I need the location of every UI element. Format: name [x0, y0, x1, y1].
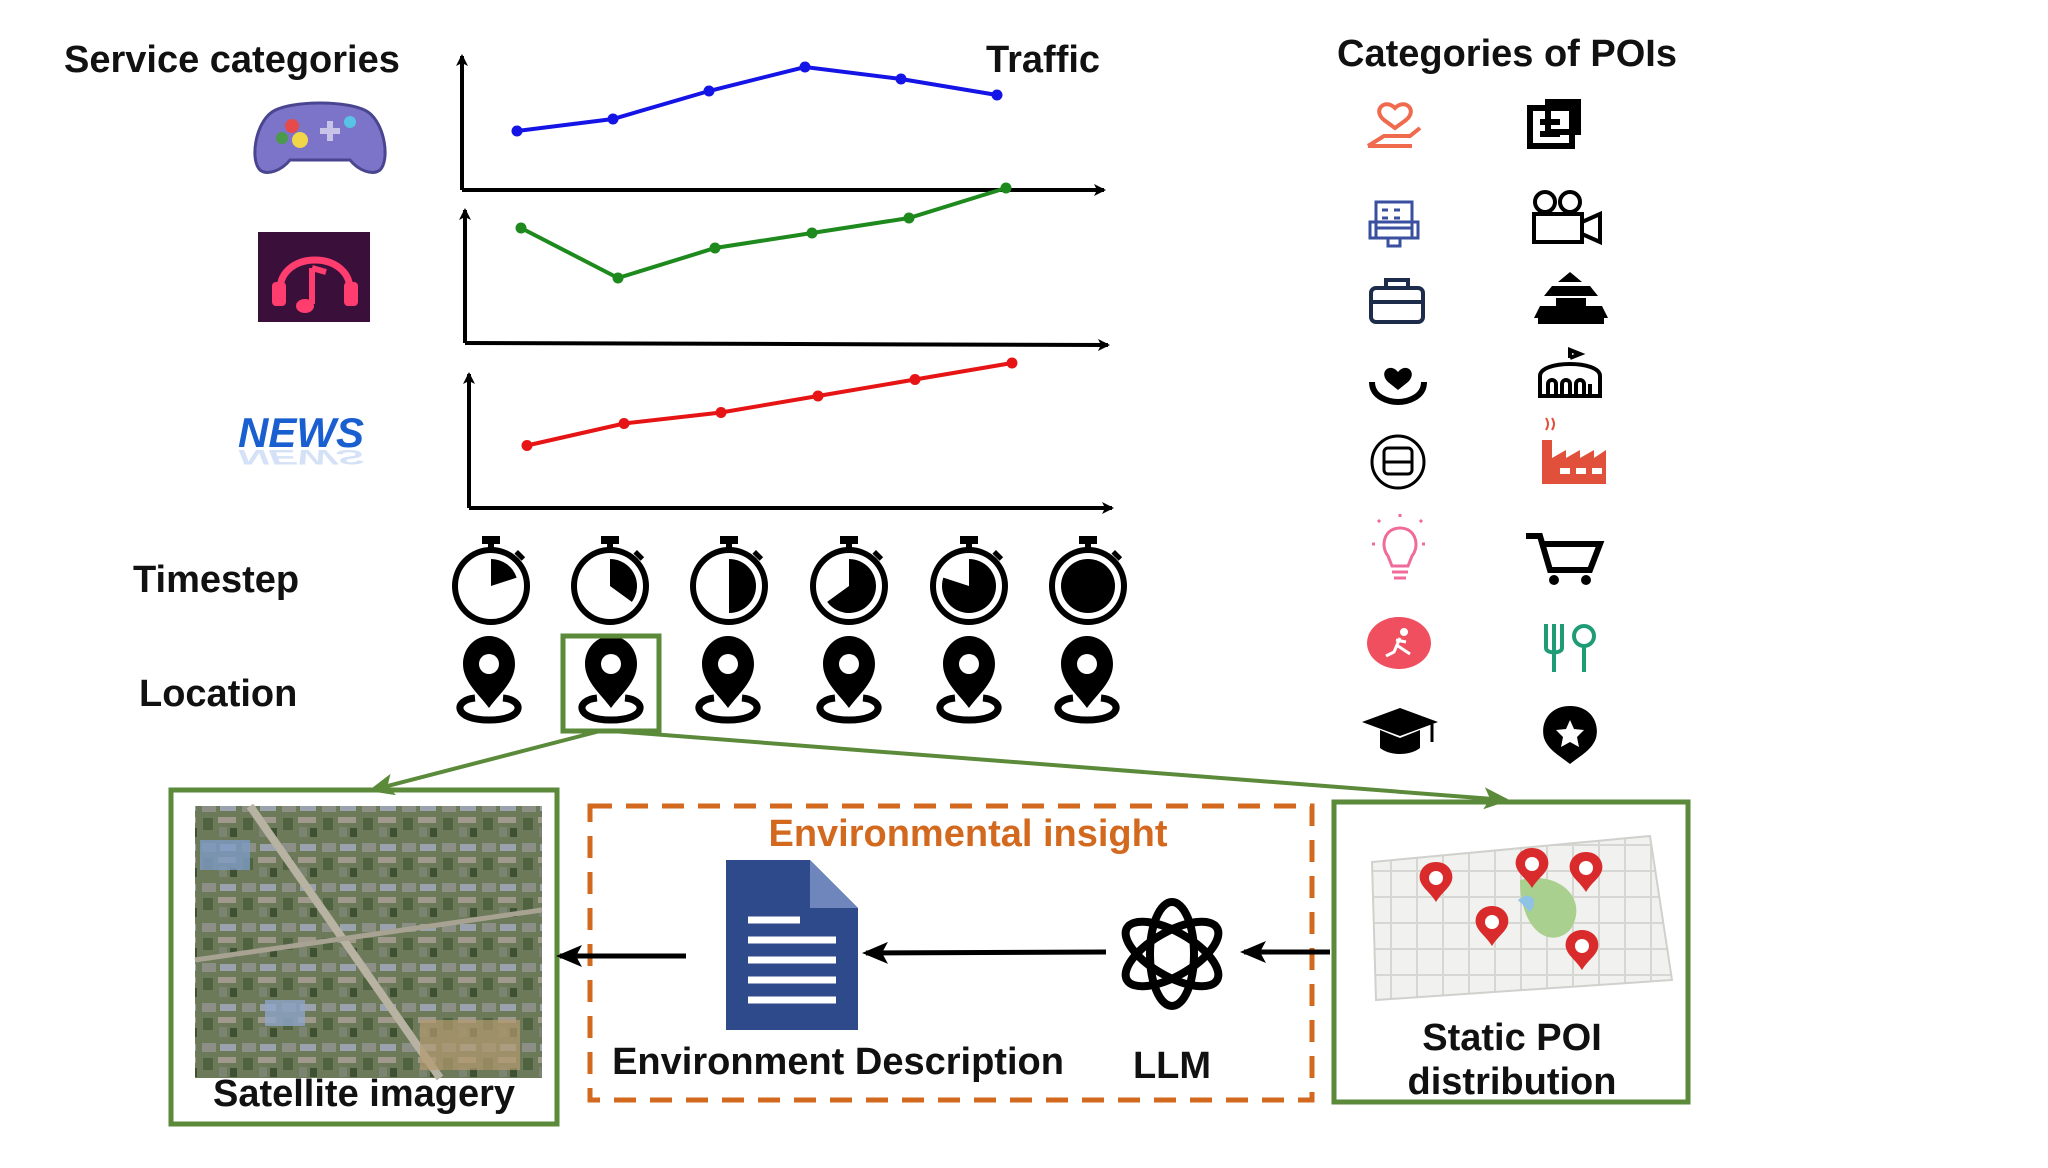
- traffic-series: [512, 62, 1018, 452]
- series-point-news-5: [910, 374, 921, 385]
- service-categories-label: Service categories: [64, 39, 400, 81]
- svg-text:NEWS: NEWS: [238, 445, 364, 468]
- restaurant-fork-icon: [1546, 624, 1594, 672]
- favorite-star-pin-icon: [1543, 706, 1597, 764]
- series-point-game-4: [800, 62, 811, 73]
- stopwatch-icon-2: [574, 536, 646, 622]
- stopwatch-icon-3: [693, 536, 765, 622]
- timestep-label: Timestep: [133, 559, 299, 601]
- music-headphones-icon: [258, 232, 370, 322]
- series-line-news: [527, 363, 1012, 446]
- news-icon: NEWS NEWS: [238, 409, 364, 468]
- series-point-news-2: [619, 418, 630, 429]
- series-line-music: [521, 188, 1006, 278]
- idea-lightbulb-icon: [1372, 514, 1428, 578]
- transit-bus-icon: [1372, 436, 1424, 488]
- factory-icon: [1542, 418, 1606, 484]
- poi-map-image: [1372, 836, 1672, 1000]
- education-cap-icon: [1362, 708, 1438, 754]
- arrow-to-satellite: [372, 731, 600, 790]
- poi-distribution-label-line2: distribution: [1408, 1061, 1617, 1103]
- series-point-game-5: [896, 74, 907, 85]
- hotel-building-icon: [1370, 202, 1418, 246]
- location-pin-icon-2: [582, 636, 640, 720]
- series-point-music-3: [710, 243, 721, 254]
- llm-label: LLM: [1133, 1045, 1211, 1087]
- series-point-game-2: [608, 114, 619, 125]
- location-row: [460, 636, 1116, 720]
- environment-description-label: Environment Description: [612, 1041, 1064, 1083]
- series-point-news-6: [1007, 358, 1018, 369]
- stopwatch-icon-1: [455, 536, 527, 622]
- location-label: Location: [139, 673, 297, 715]
- movie-camera-icon: [1534, 192, 1600, 242]
- satellite-image: [195, 806, 542, 1078]
- location-pin-icon-6: [1058, 636, 1116, 720]
- sports-running-icon: [1367, 617, 1431, 669]
- series-point-music-6: [1001, 183, 1012, 194]
- series-point-game-6: [992, 90, 1003, 101]
- llm-openai-icon: [1116, 902, 1228, 1006]
- series-point-news-1: [522, 440, 533, 451]
- series-point-news-4: [813, 391, 824, 402]
- environmental-insight-title: Environmental insight: [768, 813, 1167, 855]
- satellite-label: Satellite imagery: [213, 1073, 515, 1115]
- traffic-title: Traffic: [986, 39, 1100, 81]
- location-pin-icon-1: [460, 636, 518, 720]
- location-pin-icon-3: [699, 636, 757, 720]
- series-line-game: [517, 67, 997, 131]
- stopwatch-icon-6: [1052, 536, 1124, 622]
- series-point-music-4: [807, 228, 818, 239]
- stopwatch-icon-5: [933, 536, 1005, 622]
- shopping-cart-icon: [1526, 536, 1600, 585]
- stopwatch-icon-4: [813, 536, 885, 622]
- location-pin-icon-5: [940, 636, 998, 720]
- series-point-music-5: [904, 213, 915, 224]
- briefcase-icon: [1371, 280, 1423, 322]
- game-controller-icon: [255, 103, 385, 172]
- stadium-icon: [1540, 350, 1600, 396]
- series-point-music-1: [516, 223, 527, 234]
- arrow-llm-to-description: [866, 952, 1106, 953]
- timestep-row: [455, 536, 1124, 622]
- poi-distribution-label-line1: Static POI: [1422, 1017, 1602, 1059]
- series-point-game-1: [512, 126, 523, 137]
- document-icon: [726, 860, 858, 1030]
- charity-heart-hands-icon: [1372, 368, 1424, 402]
- temple-icon: [1534, 272, 1608, 324]
- poi-categories-title: Categories of POIs: [1337, 33, 1677, 75]
- arrow-to-poi-distribution: [612, 731, 1506, 800]
- poi-icon-grid: [1362, 102, 1608, 764]
- series-point-news-3: [716, 407, 727, 418]
- healthcare-hand-heart-icon: [1368, 104, 1420, 146]
- series-point-music-2: [613, 273, 624, 284]
- series-point-game-3: [704, 86, 715, 97]
- location-pin-icon-4: [820, 636, 878, 720]
- building-block-icon: [1530, 102, 1578, 146]
